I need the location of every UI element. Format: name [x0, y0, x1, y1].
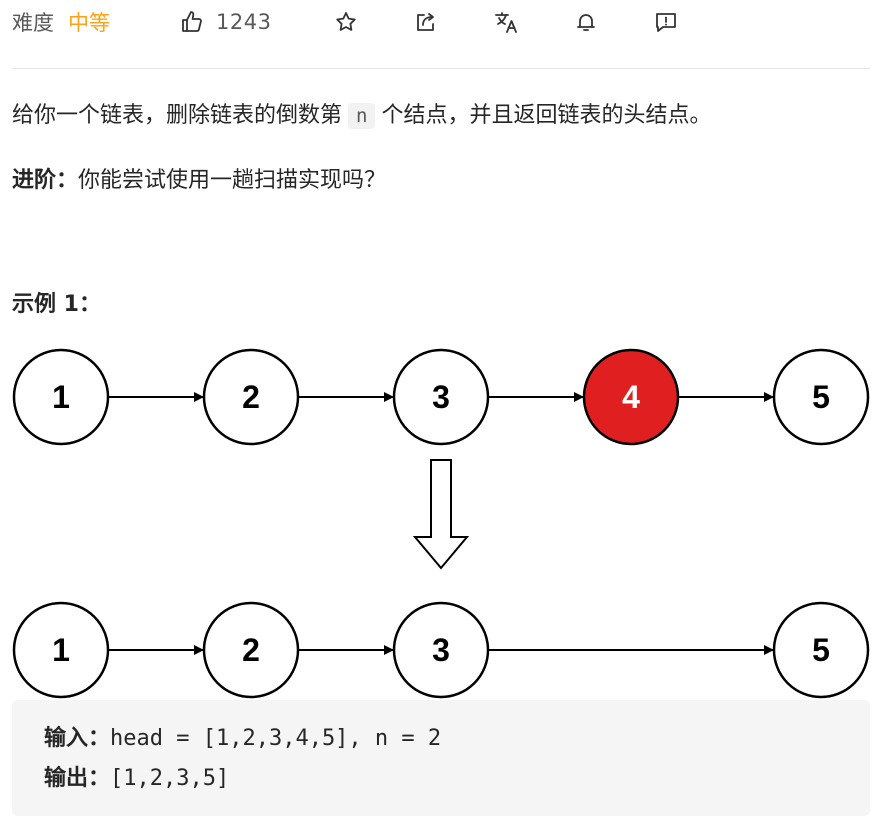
advanced-note: 进阶：你能尝试使用一趟扫描实现吗？ — [12, 163, 386, 199]
advanced-text: 你能尝试使用一趟扫描实现吗？ — [78, 168, 387, 193]
example-input-line: 输入：head = [1,2,3,4,5], n = 2 — [44, 720, 441, 752]
node-after-3: 3 — [392, 601, 490, 699]
like-button[interactable]: 1243 — [180, 0, 271, 44]
inline-code-n: n — [348, 103, 376, 129]
node-before-2: 2 — [202, 348, 300, 446]
node-label: 2 — [242, 379, 260, 415]
translate-icon — [494, 10, 520, 34]
input-value: head = [1,2,3,4,5], n = 2 — [110, 726, 442, 751]
share-button[interactable] — [414, 0, 438, 44]
node-label: 5 — [812, 632, 830, 668]
share-icon — [414, 10, 438, 34]
node-label: 5 — [812, 379, 830, 415]
bell-icon — [574, 10, 598, 34]
node-before-3: 3 — [392, 348, 490, 446]
node-after-2: 2 — [202, 601, 300, 699]
problem-toolbar: 难度 中等 — [12, 0, 870, 44]
favorite-button[interactable] — [334, 0, 358, 44]
node-after-5: 5 — [772, 601, 870, 699]
advanced-label: 进阶： — [12, 168, 79, 193]
translate-button[interactable] — [494, 0, 520, 44]
node-label: 4 — [622, 379, 640, 415]
node-after-1: 1 — [12, 601, 110, 699]
node-before-1: 1 — [12, 348, 110, 446]
node-label: 1 — [52, 632, 70, 668]
output-label: 输出： — [44, 766, 111, 791]
thumbs-up-icon — [180, 10, 204, 34]
node-label: 3 — [432, 632, 450, 668]
output-value: [1,2,3,5] — [110, 766, 230, 791]
node-before-5: 5 — [772, 348, 870, 446]
node-label: 1 — [52, 379, 70, 415]
difficulty-label: 难度 — [12, 11, 54, 35]
toolbar-divider — [12, 68, 870, 69]
difficulty-value: 中等 — [68, 11, 110, 35]
description-text-start: 给你一个链表，删除链表的倒数第 — [12, 103, 343, 128]
star-icon — [334, 10, 358, 34]
linked-list-diagram: 1 2 3 4 5 1 2 3 5 — [12, 348, 870, 699]
subscribe-button[interactable] — [574, 0, 598, 44]
example-title: 示例 1： — [12, 292, 101, 317]
example-output-line: 输出：[1,2,3,5] — [44, 760, 229, 792]
node-before-4-removed: 4 — [582, 348, 680, 446]
example-code-block: 输入：head = [1,2,3,4,5], n = 2 输出：[1,2,3,5… — [12, 700, 870, 816]
like-count: 1243 — [216, 10, 272, 34]
node-label: 2 — [242, 632, 260, 668]
feedback-icon — [654, 10, 678, 34]
transform-down-arrow — [412, 459, 470, 570]
input-label: 输入： — [44, 726, 111, 751]
description-text-end: 个结点，并且返回链表的头结点。 — [381, 103, 712, 128]
node-label: 3 — [432, 379, 450, 415]
feedback-button[interactable] — [654, 0, 678, 44]
